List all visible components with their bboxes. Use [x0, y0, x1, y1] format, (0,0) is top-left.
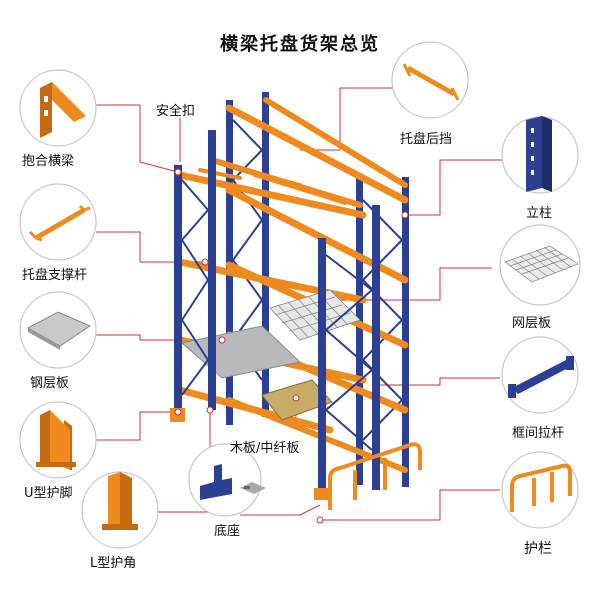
leader-right-2	[405, 159, 502, 216]
leader-right-1	[300, 87, 400, 151]
callout-dots	[174, 168, 409, 524]
frame-tie-icon	[508, 356, 574, 398]
label-steel-panel: 钢层板	[30, 376, 70, 391]
label-wire-deck: 网层板	[512, 316, 552, 331]
guard-rail-icon	[510, 463, 572, 512]
label-guard-rail: 护栏	[524, 541, 552, 557]
callout-right-5	[501, 451, 579, 529]
label-l-guard: L型护角	[90, 556, 137, 571]
back-stop-icon	[402, 63, 460, 101]
leader-bottom-2	[240, 504, 321, 516]
callout-left-1	[19, 69, 97, 147]
label-frame-tie: 框间拉杆	[512, 426, 565, 441]
label-base-plate: 底座	[214, 524, 241, 539]
label-safety-pin: 安全扣	[156, 104, 196, 119]
label-box-beam: 抱合横梁	[22, 154, 75, 169]
leader-left-4	[96, 411, 178, 441]
leader-left-1	[96, 104, 179, 173]
support-bar-icon	[28, 204, 91, 242]
pallet-rack	[170, 92, 422, 510]
l-guard-icon	[102, 472, 138, 530]
callout-left-2	[19, 183, 97, 261]
label-pallet-support-bar: 托盘支撑杆	[22, 268, 88, 283]
label-wood-panel: 木板/中纤板	[230, 441, 300, 456]
wire-deck-icon	[504, 245, 579, 283]
upright-column-icon	[526, 116, 552, 192]
base-plate-icon	[200, 464, 266, 500]
label-u-guard: U型护脚	[24, 486, 73, 501]
leader-right-5	[320, 489, 500, 521]
steel-panel-icon	[26, 311, 92, 350]
guard-rail	[328, 442, 422, 510]
label-upright: 立柱	[526, 206, 553, 221]
leader-left-2	[96, 231, 205, 263]
leader-right-4	[380, 377, 500, 386]
label-pallet-back-stop: 托盘后挡	[400, 132, 453, 147]
box-beam-icon	[40, 82, 86, 138]
page-title: 横梁托盘货架总览	[220, 34, 380, 55]
u-guard-icon	[36, 410, 76, 470]
